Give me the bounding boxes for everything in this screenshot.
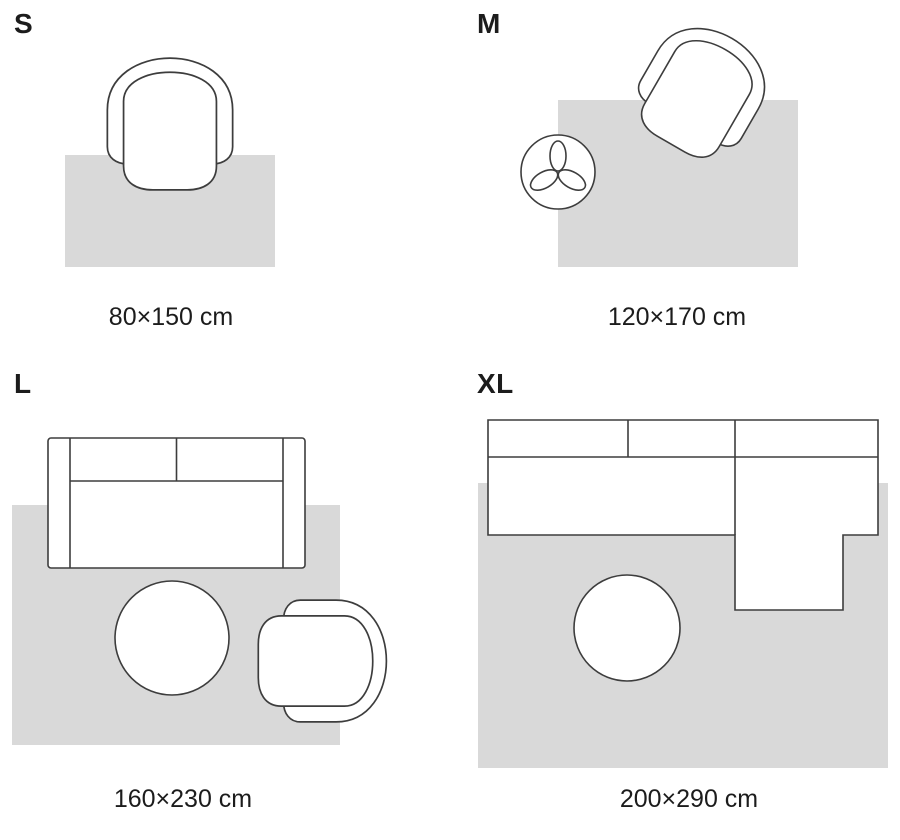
size-label-l: L xyxy=(14,368,32,399)
size-label-m: M xyxy=(477,8,501,39)
plant-icon xyxy=(529,140,587,192)
size-label-s: S xyxy=(14,8,34,39)
dimensions-s: 80×150 cm xyxy=(108,303,234,331)
dimensions-m: 120×170 cm xyxy=(607,303,747,331)
plant-side-table-icon xyxy=(520,134,596,210)
coffee-table-icon xyxy=(573,574,681,682)
armchair-icon xyxy=(257,599,388,723)
armchair-icon xyxy=(106,57,234,191)
sofa-icon xyxy=(47,437,306,569)
dimensions-l: 160×230 cm xyxy=(113,785,253,813)
dimensions-xl: 200×290 cm xyxy=(619,785,759,813)
sectional-sofa-icon xyxy=(487,419,879,611)
size-label-xl: XL xyxy=(477,368,514,399)
coffee-table-icon xyxy=(114,580,230,696)
